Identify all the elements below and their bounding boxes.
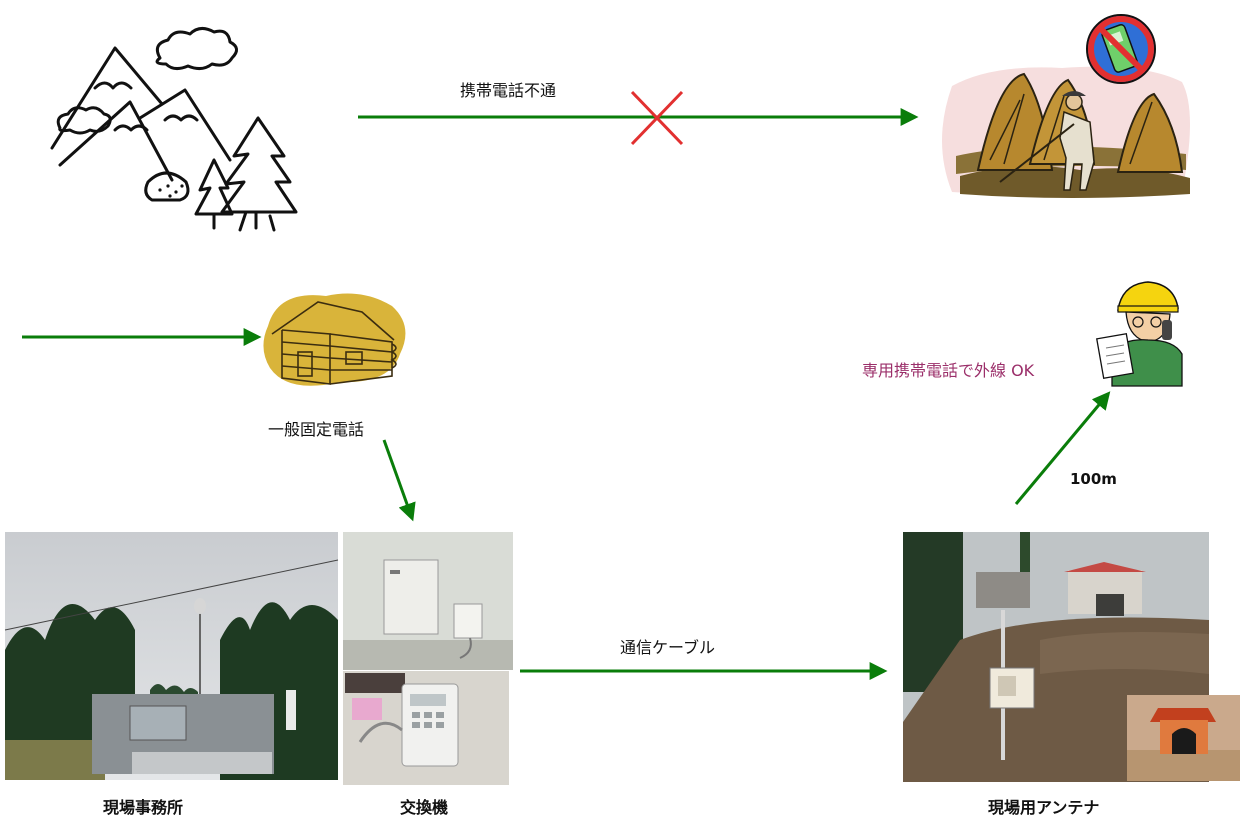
landline-label: 一般固定電話	[268, 420, 365, 439]
mountains-illustration	[50, 27, 298, 232]
site-antenna-label: 現場用アンテナ	[988, 798, 1100, 817]
cabin-illustration	[263, 293, 406, 386]
to-worker-arrow	[1014, 391, 1111, 505]
tunnel-inset-photo	[1127, 695, 1240, 781]
worker-illustration	[1096, 281, 1183, 387]
site-office-photo	[4, 532, 339, 780]
no-phone-icon	[1086, 14, 1156, 84]
exchange-photo-phone	[343, 671, 509, 785]
comm-cable-label: 通信ケーブル	[620, 638, 716, 657]
distance-label: 100m	[1070, 470, 1117, 488]
mobile-no-service-label: 携帯電話不通	[460, 81, 557, 100]
exchange-photo-cabinet	[343, 532, 513, 670]
site-office-label: 現場事務所	[103, 798, 184, 817]
to-exchange-arrow	[382, 439, 416, 522]
farmer-illustration	[942, 14, 1190, 198]
exchange-label: 交換機	[400, 798, 449, 817]
no-service-cross	[630, 90, 684, 146]
dedicated-mobile-ok-label: 専用携帯電話で外線 OK	[862, 361, 1035, 380]
hill-dots	[158, 184, 184, 198]
